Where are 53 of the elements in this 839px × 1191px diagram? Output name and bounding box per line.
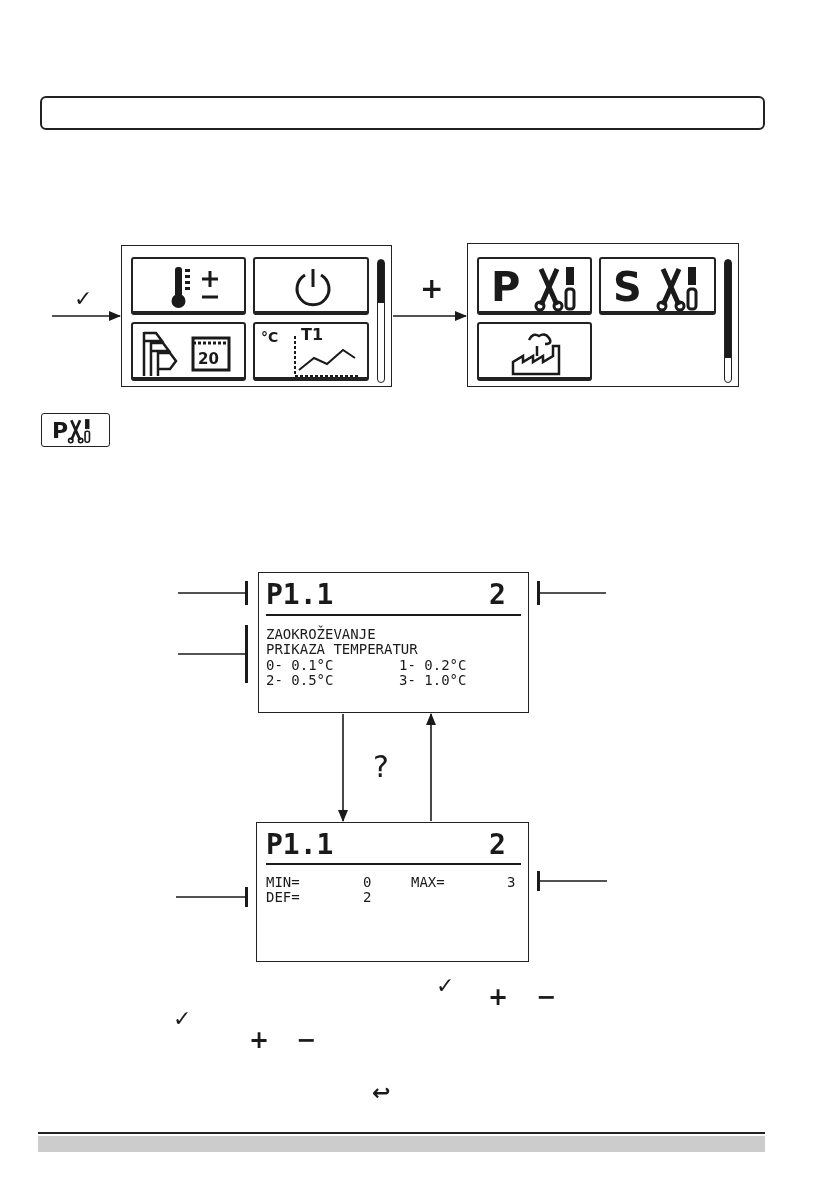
- menu-tile: [131, 257, 246, 315]
- parameter-code: P1.1: [266, 831, 334, 859]
- lcd-screen: [256, 822, 529, 962]
- arrow: [392, 311, 467, 321]
- leader-line: [175, 887, 248, 907]
- menu-tile: [477, 257, 592, 315]
- question-mark: ?: [373, 752, 389, 782]
- menu-tile: [253, 322, 369, 381]
- menu-letter: S: [613, 267, 642, 307]
- menu-tile: [131, 322, 246, 381]
- leader-line: [177, 581, 248, 605]
- minus-symbol: −: [536, 985, 557, 1009]
- leader-line: [537, 871, 608, 891]
- menu-tile: [477, 322, 592, 381]
- field-label: DEF=: [266, 890, 300, 905]
- option-text: 0- 0.1°C: [266, 658, 334, 673]
- field-value: 2: [363, 890, 372, 905]
- check-symbol: ✓: [173, 1008, 192, 1030]
- menu-badge: [41, 413, 110, 447]
- lcd-screen: [258, 572, 529, 713]
- menu-letter: P: [52, 420, 69, 442]
- leader-line: [537, 581, 607, 605]
- option-text: 3- 1.0°C: [399, 673, 467, 688]
- unit-label: °C: [261, 330, 279, 344]
- arrow: [51, 311, 121, 321]
- lcd-screen: [121, 245, 392, 387]
- arrow: [338, 713, 348, 822]
- lcd-screen: [467, 243, 739, 387]
- plus-symbol: +: [488, 985, 509, 1009]
- field-label: MAX=: [411, 875, 445, 890]
- parameter-description: ZAOKROŽEVANJE PRIKAZA TEMPERATUR: [266, 627, 419, 657]
- check-symbol: ✓: [436, 975, 455, 997]
- plus-symbol: +: [249, 1028, 270, 1052]
- field-value: 0: [363, 875, 372, 890]
- option-text: 2- 0.5°C: [266, 673, 334, 688]
- menu-letter: P: [491, 267, 521, 307]
- option-text: 1- 0.2°C: [399, 658, 467, 673]
- edge-label: +: [420, 275, 444, 303]
- leader-line: [177, 625, 248, 683]
- field-value: 3: [507, 875, 516, 890]
- parameter-code: P1.1: [266, 581, 334, 609]
- arrow: [426, 713, 436, 822]
- back-symbol: ↩: [372, 1082, 391, 1104]
- minus-symbol: −: [296, 1028, 317, 1052]
- parameter-value: 2: [489, 581, 506, 609]
- sensor-label: T1: [301, 327, 324, 343]
- field-label: MIN=: [266, 875, 300, 890]
- calendar-day: 20: [198, 352, 219, 367]
- parameter-value: 2: [489, 831, 506, 859]
- menu-tile: [599, 257, 716, 315]
- heading-bar: [40, 96, 765, 130]
- menu-tile: [253, 257, 369, 315]
- edge-label: ✓: [74, 288, 93, 310]
